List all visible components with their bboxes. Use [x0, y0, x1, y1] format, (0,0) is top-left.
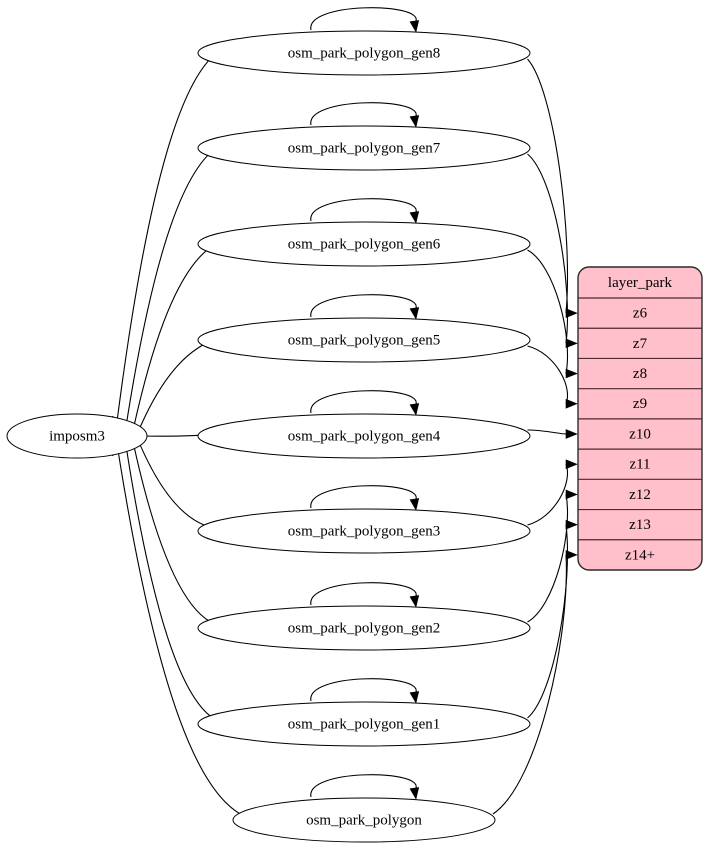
node-ellipse-osm_park_polygon_gen8	[197, 30, 531, 76]
node-osm_park_polygon_gen2[interactable]: osm_park_polygon_gen2	[197, 605, 531, 651]
edge-osm_park_polygon_gen4-to-z10	[527, 429, 567, 435]
arrow-osm_park_polygon_gen6-to-z8	[565, 368, 578, 379]
node-ellipse-osm_park_polygon_gen5	[197, 317, 531, 363]
node-imposm3[interactable]: imposm3	[6, 413, 148, 459]
node-label-osm_park_polygon_gen8: osm_park_polygon_gen8	[288, 45, 440, 61]
self-loop-osm_park_polygon_gen8	[310, 7, 417, 31]
node-label-osm_park_polygon_gen5: osm_park_polygon_gen5	[288, 332, 440, 348]
arrow-osm_park_polygon_gen3-to-z11	[565, 459, 578, 470]
node-osm_park_polygon_gen3[interactable]: osm_park_polygon_gen3	[197, 508, 531, 554]
self-loop-osm_park_polygon_gen4	[310, 390, 417, 414]
node-ellipse-osm_park_polygon_gen4	[197, 413, 531, 459]
edge-imposm3-to-osm_park_polygon	[112, 415, 249, 819]
node-ellipse-imposm3	[6, 413, 148, 459]
arrow-osm_park_polygon_gen7-to-z7	[565, 338, 578, 349]
node-label-osm_park_polygon_gen6: osm_park_polygon_gen6	[288, 236, 441, 252]
self-loop-arrow-osm_park_polygon_gen3	[409, 498, 420, 511]
node-ellipse-osm_park_polygon_gen1	[197, 701, 531, 747]
arrow-osm_park_polygon_gen5-to-z9	[565, 398, 578, 409]
arrow-osm_park_polygon_gen2-to-z12	[565, 489, 578, 500]
arrow-osm_park_polygon_gen4-to-z10	[565, 429, 578, 439]
self-loop-osm_park_polygon_gen7	[310, 102, 417, 126]
arrow-osm_park_polygon-to-z14+	[565, 550, 578, 560]
node-osm_park_polygon_gen5[interactable]: osm_park_polygon_gen5	[197, 317, 531, 363]
node-osm_park_polygon_gen4[interactable]: osm_park_polygon_gen4	[197, 413, 531, 459]
node-ellipse-osm_park_polygon_gen3	[197, 508, 531, 554]
node-label-osm_park_polygon_gen4: osm_park_polygon_gen4	[288, 428, 441, 444]
node-ellipse-osm_park_polygon_gen2	[197, 605, 531, 651]
edge-osm_park_polygon_gen8-to-z6	[527, 58, 568, 314]
table-row-z8[interactable]: z8	[633, 366, 647, 382]
self-loop-osm_park_polygon_gen5	[310, 294, 417, 318]
node-label-imposm3: imposm3	[49, 428, 105, 444]
table-row-z13[interactable]: z13	[629, 517, 651, 533]
self-loop-arrow-osm_park_polygon_gen4	[409, 403, 420, 416]
self-loop-osm_park_polygon	[310, 774, 417, 798]
table-row-z10[interactable]: z10	[629, 426, 651, 442]
edge-imposm3-to-osm_park_polygon_gen7	[121, 145, 220, 453]
edge-imposm3-to-osm_park_polygon_gen1	[121, 419, 220, 723]
edge-osm_park_polygon_gen5-to-z9	[527, 345, 568, 405]
edge-osm_park_polygon-to-z14+	[492, 554, 567, 815]
node-osm_park_polygon_gen6[interactable]: osm_park_polygon_gen6	[197, 221, 531, 267]
table-row-z7[interactable]: z7	[633, 336, 648, 352]
nodes-layer: imposm3 osm_park_polygon_gen8 osm_park_pol…	[6, 30, 531, 843]
edge-imposm3-to-osm_park_polygon_gen3	[133, 429, 220, 530]
node-osm_park_polygon_gen7[interactable]: osm_park_polygon_gen7	[197, 125, 531, 171]
node-ellipse-osm_park_polygon	[232, 797, 496, 843]
edge-osm_park_polygon_gen7-to-z7	[527, 153, 569, 344]
edge-osm_park_polygon_gen2-to-z12	[527, 494, 569, 623]
node-osm_park_polygon[interactable]: osm_park_polygon	[232, 797, 496, 843]
node-label-osm_park_polygon_gen1: osm_park_polygon_gen1	[288, 716, 440, 732]
table-row-z9[interactable]: z9	[633, 396, 647, 412]
table-row-z14+[interactable]: z14+	[625, 547, 655, 563]
self-loop-osm_park_polygon_gen2	[310, 582, 417, 606]
self-loop-arrow-osm_park_polygon_gen7	[409, 115, 420, 128]
edge-imposm3-to-osm_park_polygon_gen8	[112, 50, 221, 457]
self-loop-arrow-osm_park_polygon_gen2	[409, 595, 420, 608]
node-label-osm_park_polygon_gen3: osm_park_polygon_gen3	[288, 523, 440, 539]
table-row-z6[interactable]: z6	[633, 306, 648, 322]
edge-osm_park_polygon_gen3-to-z11	[527, 464, 568, 526]
node-label-osm_park_polygon: osm_park_polygon	[306, 812, 422, 828]
edge-osm_park_polygon_gen6-to-z8	[527, 249, 569, 374]
table-row-z11[interactable]: z11	[629, 457, 650, 473]
node-osm_park_polygon_gen8[interactable]: osm_park_polygon_gen8	[197, 30, 531, 76]
node-label-osm_park_polygon_gen7: osm_park_polygon_gen7	[288, 140, 441, 156]
edge-imposm3-to-osm_park_polygon_gen5	[133, 337, 220, 443]
arrow-osm_park_polygon_gen8-to-z6	[565, 308, 578, 318]
self-loop-osm_park_polygon_gen3	[310, 485, 417, 509]
edge-osm_park_polygon_gen1-to-z13	[527, 524, 569, 719]
node-osm_park_polygon_gen1[interactable]: osm_park_polygon_gen1	[197, 701, 531, 747]
node-ellipse-osm_park_polygon_gen7	[197, 125, 531, 171]
table-row-z12[interactable]: z12	[629, 487, 651, 503]
self-loop-arrow-osm_park_polygon_gen6	[409, 211, 420, 224]
self-loop-arrow-osm_park_polygon_gen8	[409, 20, 420, 33]
self-loop-osm_park_polygon_gen1	[310, 678, 417, 702]
table-layer: layer_park z6 z7 z8 z9 z10 z11 z12 z13 z14+	[577, 266, 703, 571]
table-layer-park[interactable]: layer_park z6 z7 z8 z9 z10 z11 z12 z13 z14+	[577, 266, 703, 571]
table-header-label: layer_park	[608, 275, 673, 291]
self-loop-osm_park_polygon_gen6	[310, 198, 417, 222]
self-loop-arrow-osm_park_polygon_gen1	[409, 691, 420, 704]
arrow-osm_park_polygon_gen1-to-z13	[565, 519, 578, 530]
node-label-osm_park_polygon_gen2: osm_park_polygon_gen2	[288, 620, 440, 636]
self-loop-arrow-osm_park_polygon_gen5	[409, 307, 420, 320]
node-ellipse-osm_park_polygon_gen6	[197, 221, 531, 267]
self-loop-arrow-osm_park_polygon	[409, 787, 420, 800]
